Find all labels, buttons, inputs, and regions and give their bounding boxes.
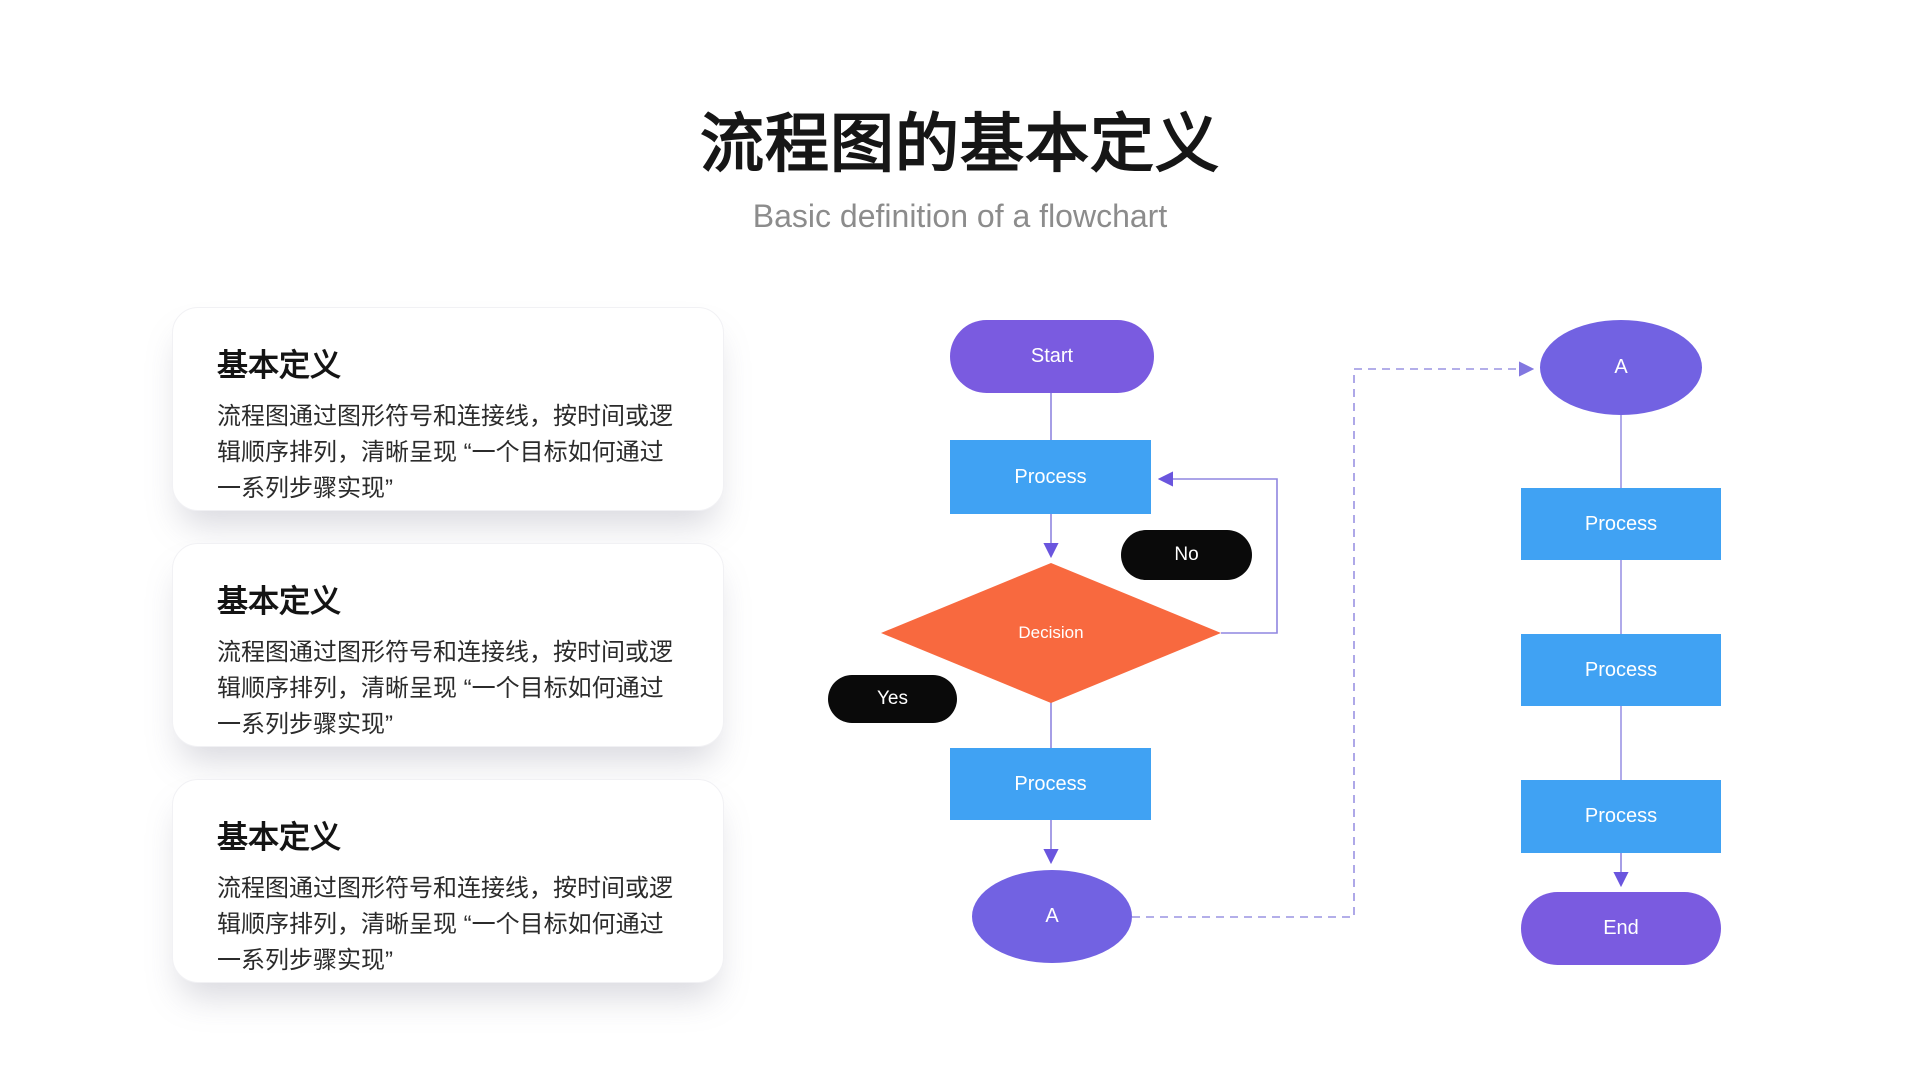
definition-card-1: 基本定义 流程图通过图形符号和连接线，按时间或逻辑顺序排列，清晰呈现 “一个目标… <box>172 307 724 511</box>
flow-node-sub-process-3: Process <box>1521 780 1721 853</box>
flow-node-sub-process-1-label: Process <box>1584 512 1658 535</box>
flow-node-connector-a-left: A <box>972 870 1132 963</box>
card-body: 流程图通过图形符号和连接线，按时间或逻辑顺序排列，清晰呈现 “一个目标如何通过一… <box>217 639 673 738</box>
connector-a-to-a-dashed-arrow <box>1132 361 1535 918</box>
definition-cards: 基本定义 流程图通过图形符号和连接线，按时间或逻辑顺序排列，清晰呈现 “一个目标… <box>172 307 724 1015</box>
flow-node-end: End <box>1521 892 1721 965</box>
card-heading: 基本定义 <box>217 820 341 855</box>
flow-node-connector-a-right-label: A <box>1614 356 1628 378</box>
branch-label-yes-text: Yes <box>877 688 908 709</box>
definition-card-2: 基本定义 流程图通过图形符号和连接线，按时间或逻辑顺序排列，清晰呈现 “一个目标… <box>172 543 724 747</box>
flow-node-connector-a-left-label: A <box>1045 905 1059 927</box>
branch-label-yes: Yes <box>828 675 957 723</box>
flow-node-sub-process-1: Process <box>1521 488 1721 560</box>
page-title: 流程图的基本定义 <box>700 108 1220 180</box>
flow-node-process-bottom-label: Process <box>1014 772 1087 795</box>
flow-node-process-bottom: Process <box>950 748 1151 820</box>
flow-node-start: Start <box>950 320 1154 393</box>
branch-label-no-text: No <box>1174 544 1199 565</box>
flow-node-process-top: Process <box>950 440 1151 514</box>
flow-node-end-label: End <box>1603 917 1639 939</box>
card-body: 流程图通过图形符号和连接线，按时间或逻辑顺序排列，清晰呈现 “一个目标如何通过一… <box>217 403 673 502</box>
flow-node-start-label: Start <box>1030 345 1074 367</box>
connector-no-loop-arrow <box>1157 471 1278 634</box>
flow-node-sub-process-3-label: Process <box>1584 805 1658 827</box>
card-heading: 基本定义 <box>217 348 341 383</box>
branch-label-no: No <box>1121 530 1252 580</box>
flow-node-sub-process-2: Process <box>1521 634 1721 706</box>
definition-card-3: 基本定义 流程图通过图形符号和连接线，按时间或逻辑顺序排列，清晰呈现 “一个目标… <box>172 779 724 983</box>
flow-node-decision-label: Decision <box>1018 623 1084 642</box>
header: 流程图的基本定义 Basic definition of a flowchart <box>0 0 1920 235</box>
flow-node-connector-a-right: A <box>1540 320 1702 415</box>
flow-node-sub-process-2-label: Process <box>1584 658 1658 681</box>
page-subtitle: Basic definition of a flowchart <box>752 197 1168 234</box>
flow-node-process-top-label: Process <box>1014 465 1087 488</box>
card-body: 流程图通过图形符号和连接线，按时间或逻辑顺序排列，清晰呈现 “一个目标如何通过一… <box>217 875 673 974</box>
card-heading: 基本定义 <box>217 584 341 619</box>
